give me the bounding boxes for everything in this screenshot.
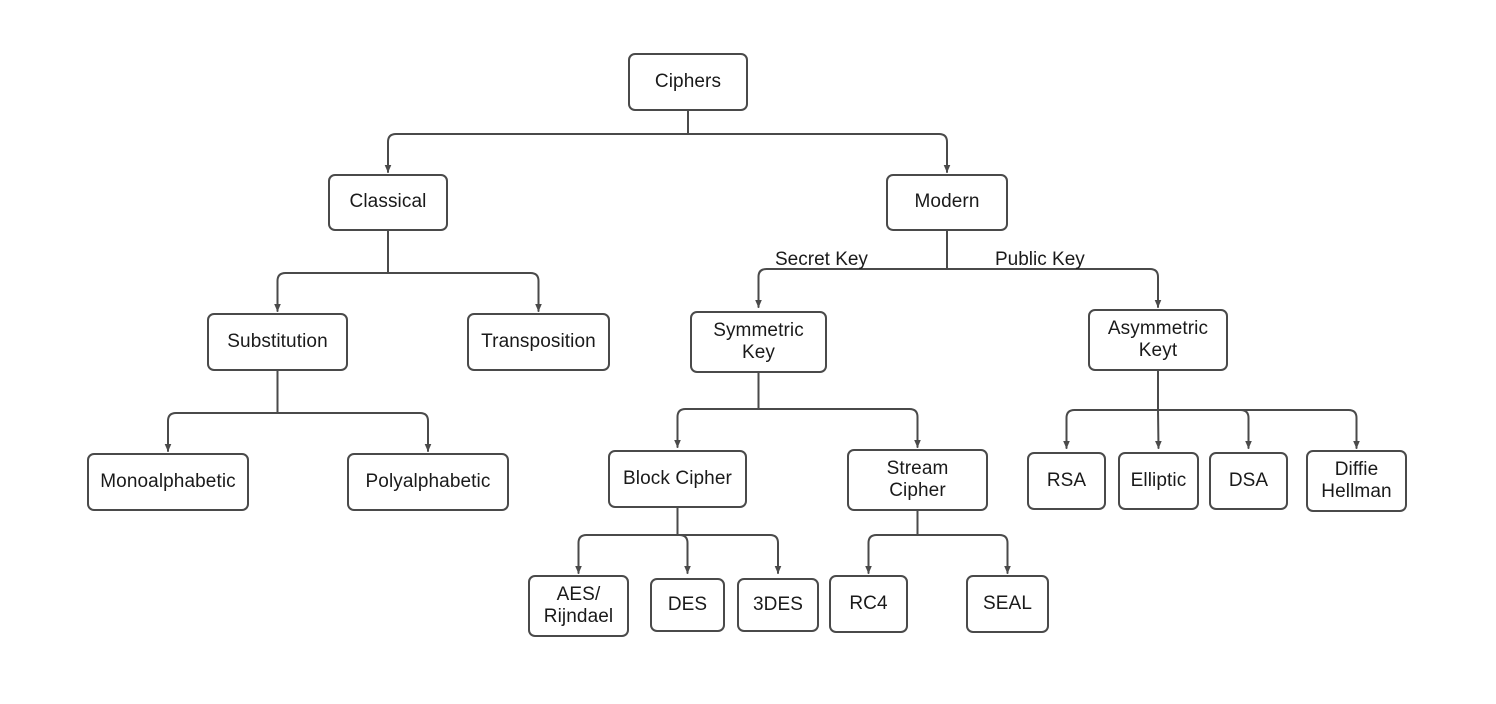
edge-block-to-aes	[575, 534, 679, 574]
node-seal[interactable]: SEAL	[966, 575, 1049, 633]
edge-ciphers-to-classical	[384, 133, 689, 173]
node-block[interactable]: Block Cipher	[608, 450, 747, 508]
node-substitution[interactable]: Substitution	[207, 313, 348, 371]
edge-symmetric-to-block	[674, 408, 760, 448]
node-rsa[interactable]: RSA	[1027, 452, 1106, 510]
edge-block-to-des	[676, 534, 691, 574]
node-asymmetric[interactable]: Asymmetric Keyt	[1088, 309, 1228, 371]
edge-paths	[164, 110, 1360, 574]
edge-label-secret-key: Secret Key	[775, 249, 868, 270]
edge-modern-to-asymmetric	[946, 268, 1162, 308]
edge-modern-to-symmetric	[755, 268, 948, 308]
node-transposition[interactable]: Transposition	[467, 313, 610, 371]
edge-label-public-key: Public Key	[995, 249, 1085, 270]
node-rc4[interactable]: RC4	[829, 575, 908, 633]
node-stream[interactable]: Stream Cipher	[847, 449, 988, 511]
node-diffie[interactable]: Diffie Hellman	[1306, 450, 1407, 512]
edge-substitution-to-mono	[164, 412, 279, 452]
node-aes[interactable]: AES/ Rijndael	[528, 575, 629, 637]
node-symmetric[interactable]: Symmetric Key	[690, 311, 827, 373]
edge-substitution-to-poly	[276, 412, 432, 452]
node-mono[interactable]: Monoalphabetic	[87, 453, 249, 511]
node-elliptic[interactable]: Elliptic	[1118, 452, 1199, 510]
node-3des[interactable]: 3DES	[737, 578, 819, 632]
edge-stream-to-seal	[916, 534, 1011, 574]
node-des[interactable]: DES	[650, 578, 725, 632]
edge-stream-to-rc4	[865, 534, 919, 574]
node-classical[interactable]: Classical	[328, 174, 448, 231]
edge-symmetric-to-stream	[757, 408, 921, 448]
node-dsa[interactable]: DSA	[1209, 452, 1288, 510]
edge-asymmetric-to-elliptic	[1155, 409, 1162, 449]
edge-classical-to-transposition	[387, 272, 542, 312]
edge-asymmetric-to-rsa	[1063, 409, 1159, 449]
node-modern[interactable]: Modern	[886, 174, 1008, 231]
edge-classical-to-substitution	[274, 272, 389, 312]
edge-asymmetric-to-diffie	[1157, 409, 1360, 449]
node-ciphers[interactable]: Ciphers	[628, 53, 748, 111]
edge-ciphers-to-modern	[687, 133, 951, 173]
edge-block-to-3des	[676, 534, 782, 574]
node-poly[interactable]: Polyalphabetic	[347, 453, 509, 511]
edge-asymmetric-to-dsa	[1157, 409, 1252, 449]
